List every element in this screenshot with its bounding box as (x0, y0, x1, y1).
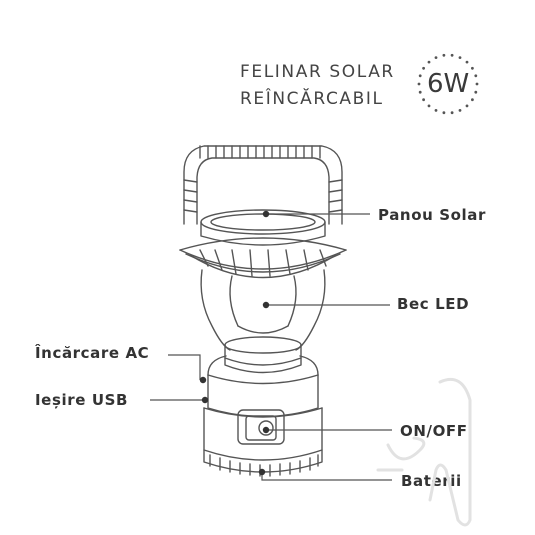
badge-ring-dot (458, 56, 462, 59)
badge-ring-dot (471, 66, 474, 70)
badge-ring-dot (418, 74, 422, 78)
badge-ring-dot (475, 82, 479, 86)
dot-on-off (262, 426, 270, 434)
callout-dots (199, 210, 270, 476)
badge-ring-dot (474, 74, 478, 78)
brand-watermark-icon (376, 377, 472, 527)
badge-ring-dot (427, 60, 431, 64)
badge-ring-dot (442, 53, 446, 57)
badge-ring-dot (427, 104, 431, 108)
label-ac-charging: Încărcare AC (35, 344, 150, 362)
badge-ring-dot (465, 60, 469, 64)
lantern-drawing (179, 145, 347, 477)
badge-ring-dot (458, 109, 462, 112)
led-bulb (224, 336, 302, 374)
dot-solar-panel (262, 210, 270, 218)
badge-ring-dot (465, 104, 469, 108)
dot-led-bulb (262, 301, 270, 309)
badge-ring-dot (450, 111, 454, 115)
label-usb-output: Ieșire USB (35, 391, 129, 409)
solar-panel (200, 209, 326, 246)
lantern-hood (179, 237, 347, 279)
dot-ac-charging (199, 376, 207, 384)
lantern-globe (200, 269, 326, 351)
badge-ring-dot (434, 109, 438, 112)
badge-ring-dot (442, 111, 446, 115)
on-off-switch (237, 409, 285, 445)
badge-ring-dot (450, 53, 454, 57)
handle (183, 145, 343, 225)
badge-ring-dot (417, 82, 421, 86)
dot-usb-output (201, 396, 209, 404)
label-led-bulb: Bec LED (397, 295, 470, 313)
leader-ac-charging (168, 354, 201, 380)
product-title-line-1: FELINAR SOLAR (240, 62, 395, 82)
label-solar-panel: Panou Solar (378, 206, 486, 224)
badge-ring-dot (434, 56, 438, 59)
badge-ring-dot (471, 98, 474, 102)
badge-ring-icon (417, 53, 479, 115)
label-on-off: ON/OFF (400, 422, 468, 440)
badge-ring-dot (474, 90, 478, 94)
badge-ring-dot (418, 90, 422, 94)
product-title-line-2: REÎNCĂRCABIL (240, 89, 384, 109)
badge-ring-dot (422, 66, 425, 70)
dot-batteries (258, 468, 266, 476)
badge-ring-dot (422, 98, 425, 102)
power-badge-value: 6W (427, 69, 470, 99)
